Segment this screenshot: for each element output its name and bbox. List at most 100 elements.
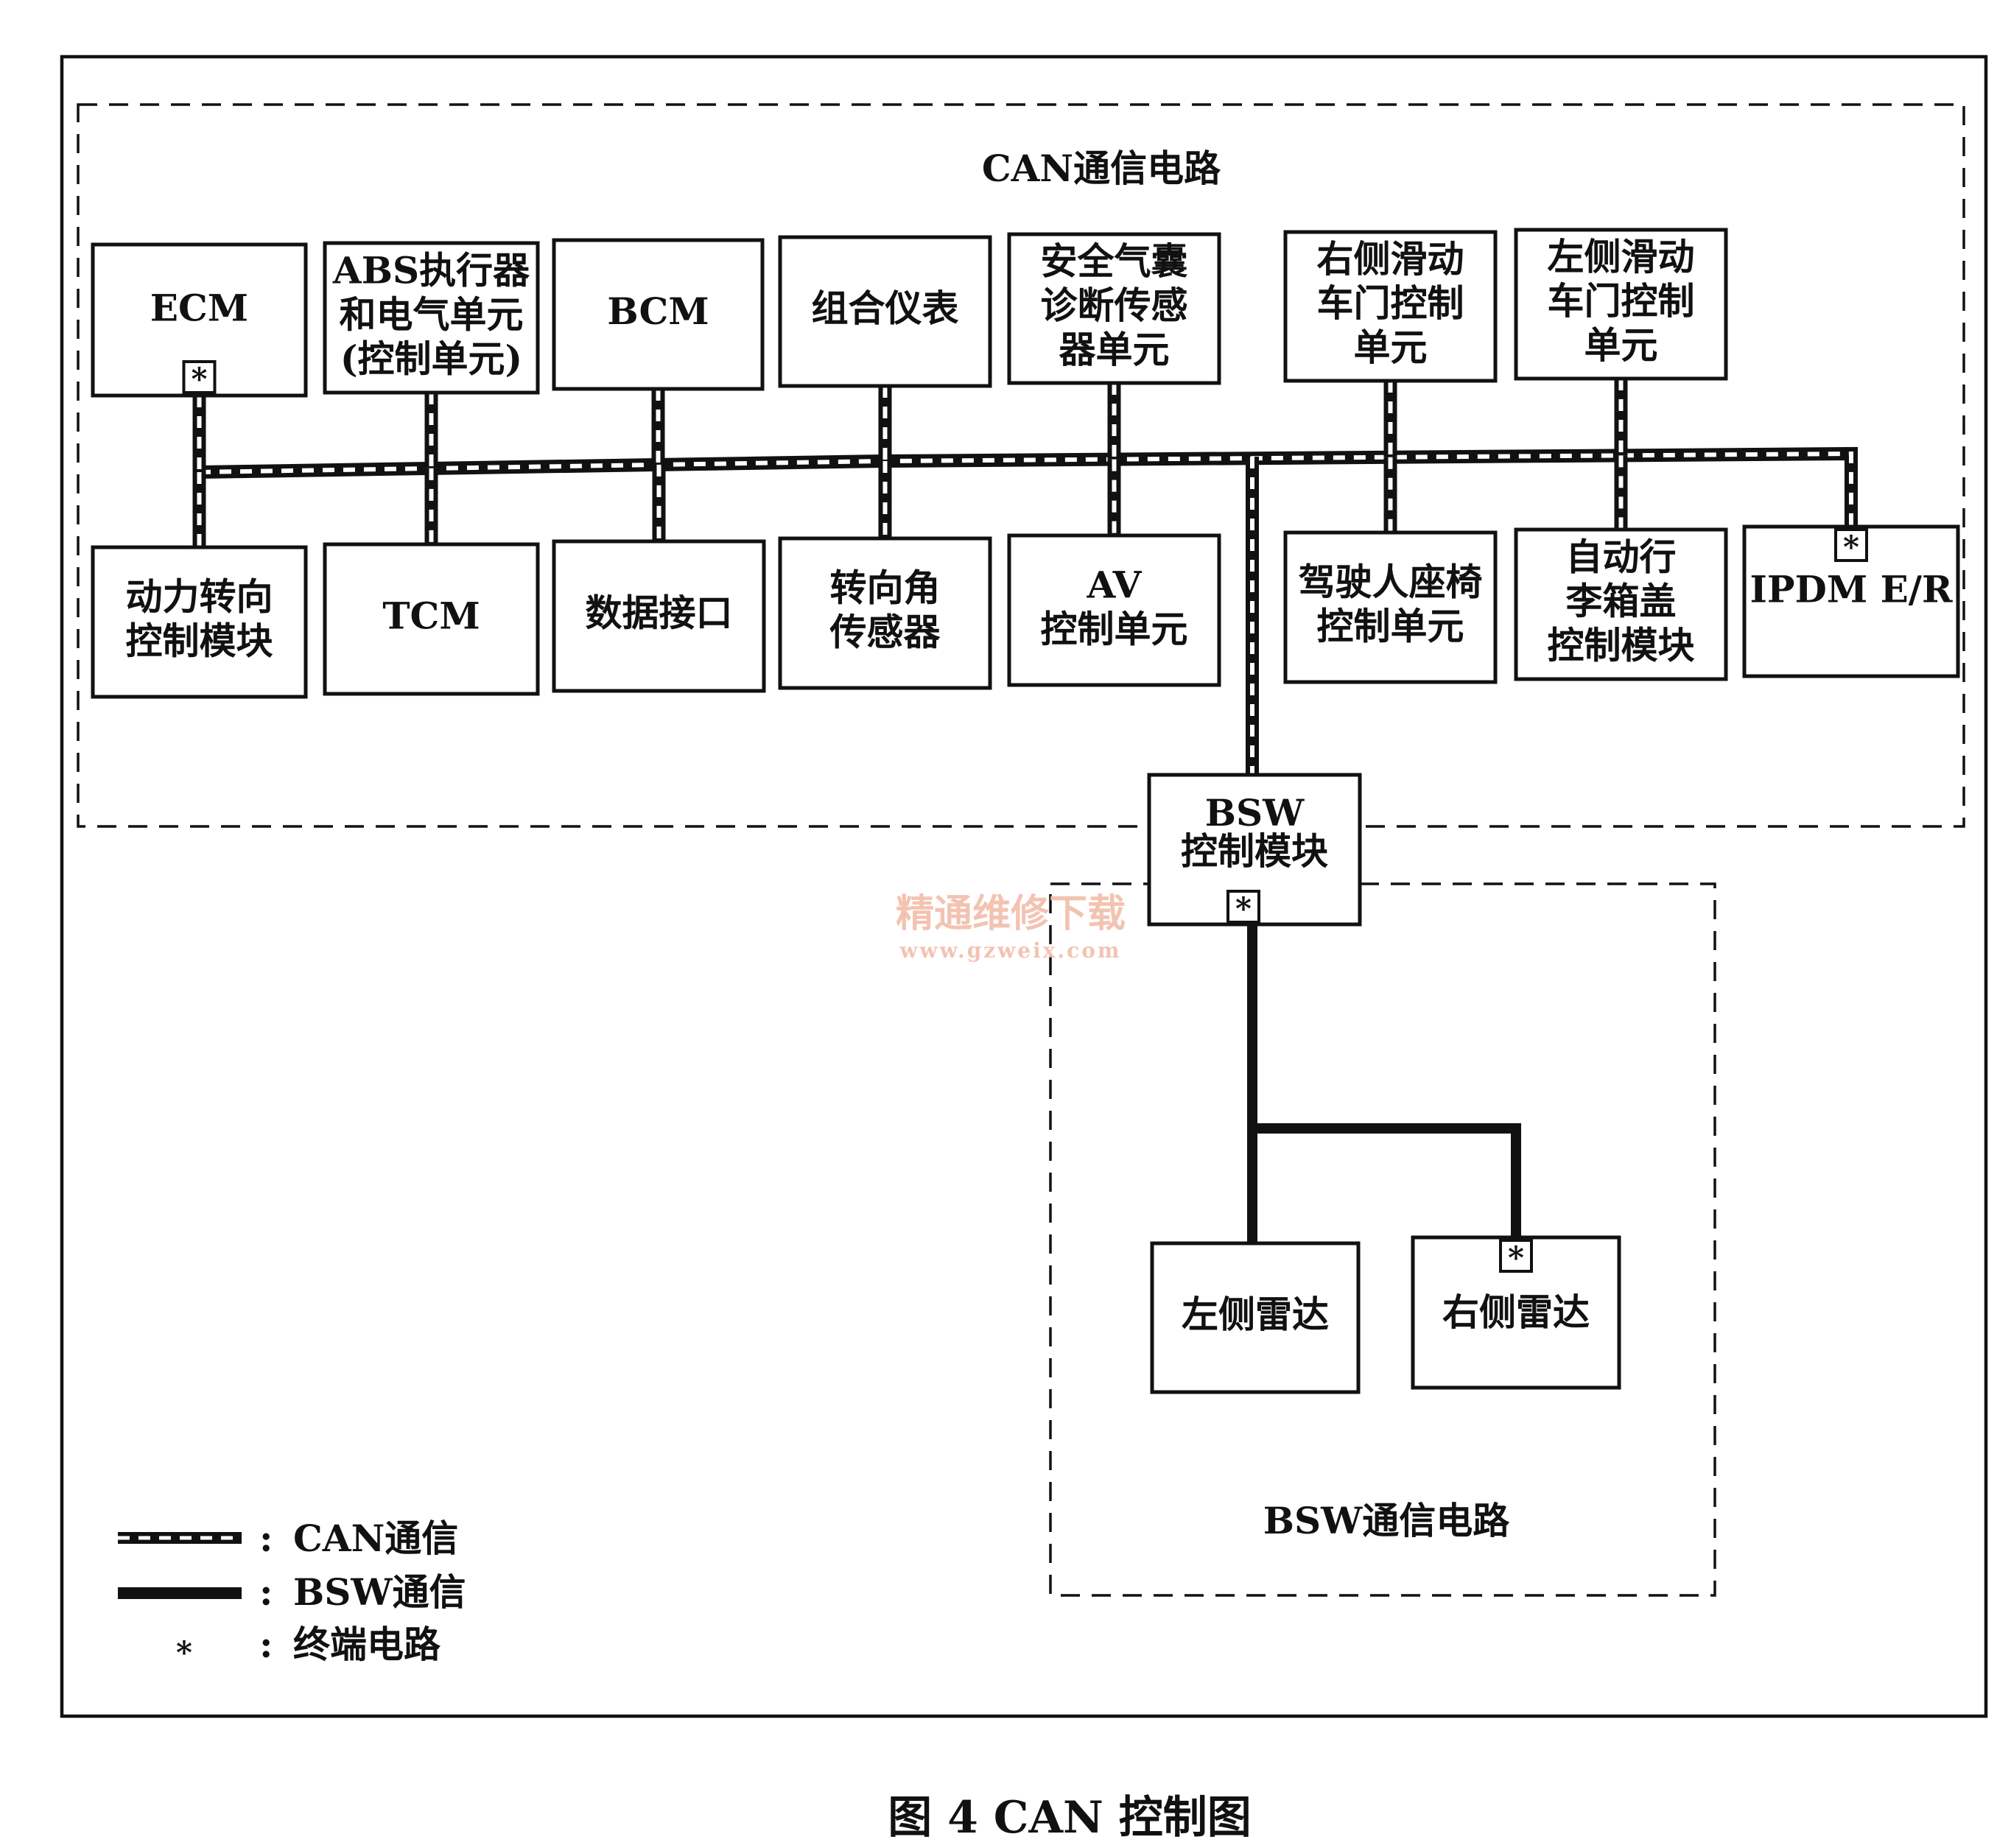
legend-terminal-label: 终端电路 — [293, 1623, 441, 1666]
top_modules-1-label-line-2: 和电气单元 — [340, 293, 524, 337]
top_modules-1-box — [323, 241, 540, 395]
bottom_modules-6-label-line-2: 李箱盖 — [1566, 580, 1677, 623]
top_modules-3-box — [778, 235, 992, 388]
top_modules-4-label-line-1: 安全气囊 — [1041, 239, 1188, 283]
bottom_modules-5-label-line-1: 驾驶人座椅 — [1299, 561, 1483, 604]
right-radar-label: 右侧雷达 — [1442, 1290, 1590, 1334]
bottom_modules-7[interactable]: IPDM E/R* — [1742, 524, 1960, 678]
top_modules-0-terminal-box — [182, 360, 217, 394]
top_modules-5-box — [1283, 230, 1498, 383]
bottom_modules-0-label-line-1: 动力转向 — [126, 575, 273, 619]
bottom_modules-2[interactable]: 数据接口 — [552, 539, 766, 693]
top_modules-3[interactable]: 组合仪表 — [778, 235, 992, 388]
left-radar[interactable]: 左侧雷达 — [1150, 1241, 1361, 1394]
legend-can-separator: : — [259, 1517, 273, 1560]
bottom_modules-3-box — [778, 536, 992, 690]
bsw-control-module-label-line-1: BSW — [1205, 791, 1305, 835]
bottom_modules-3-label-line-2: 传感器 — [829, 611, 941, 654]
bottom_modules-0-box — [91, 545, 308, 699]
top_modules-6-label-line-3: 单元 — [1584, 323, 1658, 367]
bsw-region: BSW通信电路 — [1049, 882, 1716, 1597]
bsw-bus — [1247, 924, 1521, 1243]
top_modules-2[interactable]: BCM — [552, 238, 765, 391]
top_modules-2-box — [552, 238, 765, 391]
can-region-border — [77, 103, 1965, 828]
right-radar-terminal-mark: * — [1508, 1240, 1524, 1276]
top_modules-4-label-line-3: 器单元 — [1059, 328, 1170, 371]
bottom_modules-6-label-line-1: 自动行 — [1566, 535, 1677, 579]
top_modules-6-label-line-2: 车门控制 — [1548, 279, 1695, 323]
right-radar[interactable]: 右侧雷达 * — [1411, 1235, 1621, 1390]
can-bus-drops — [192, 379, 1628, 547]
watermark-title: 精通维修下载 — [896, 891, 1126, 936]
figure-caption: 图 4 CAN 控制图 — [888, 1792, 1252, 1844]
bottom_modules-5-box — [1283, 530, 1498, 684]
bottom_modules-4-label-line-2: 控制单元 — [1041, 608, 1188, 651]
legend-terminal-separator: : — [259, 1623, 273, 1666]
legend: : CAN通信 : BSW通信 * : 终端电路 — [118, 1517, 466, 1670]
bottom_modules-7-terminal-box — [1834, 528, 1868, 562]
legend-terminal-mark: * — [176, 1634, 192, 1670]
top_modules-0[interactable]: ECM * — [91, 242, 308, 398]
outer-frame — [60, 55, 1988, 1718]
top_modules-4-box — [1007, 232, 1221, 385]
bottom_modules-4-label-line-1: AV — [1087, 563, 1143, 607]
top_modules-1-label-line-3: (控制单元) — [340, 337, 522, 381]
top_modules-0-terminal-mark: * — [192, 361, 208, 397]
left-radar-box — [1150, 1241, 1361, 1394]
watermark: 精通维修下载 www.gzweix.com — [896, 891, 1126, 963]
bottom_modules-7-label-line-1: IPDM E/R — [1749, 568, 1952, 611]
bottom_modules-6-label-line-3: 控制模块 — [1548, 624, 1695, 667]
top_modules-0-label-line-1: ECM — [150, 287, 248, 330]
bottom_modules-3-label-line-1: 转向角 — [830, 566, 941, 610]
top_modules-5-label-line-1: 右侧滑动 — [1317, 237, 1464, 281]
legend-can-label: CAN通信 — [293, 1517, 458, 1560]
bsw-bus-line — [1247, 924, 1521, 1237]
can-bus-trunk-inner — [198, 451, 1853, 541]
top_modules-6-box — [1514, 228, 1728, 381]
top_modules-2-label-line-1: BCM — [607, 289, 709, 333]
bsw-control-module[interactable]: BSW 控制模块 * — [1147, 773, 1362, 927]
top_modules-3-label-line-1: 组合仪表 — [812, 287, 959, 330]
bottom_modules-0-label-line-2: 控制模块 — [126, 619, 273, 663]
watermark-url: www.gzweix.com — [899, 938, 1121, 963]
bsw-terminal-box — [1226, 890, 1260, 924]
bottom_modules-5-label-line-2: 控制单元 — [1317, 605, 1464, 648]
top_modules-5-label-line-2: 车门控制 — [1317, 281, 1464, 325]
can-bus — [192, 379, 1858, 775]
bottom_modules-6-box — [1514, 527, 1728, 681]
bottom_modules-2-box — [552, 539, 766, 693]
can-region: CAN通信电路 — [77, 103, 1965, 828]
top_modules-1-label-line-1: ABS执行器 — [332, 249, 530, 292]
bsw-control-module-label-line-2: 控制模块 — [1181, 829, 1328, 873]
right-radar-terminal-box — [1499, 1239, 1533, 1273]
bottom_modules-1[interactable]: TCM — [323, 542, 540, 696]
bottom_modules-4-box — [1007, 533, 1221, 687]
bottom_modules-1-label-line-1: TCM — [382, 594, 480, 638]
bottom_modules-1-box — [323, 542, 540, 696]
top_modules-5-label-line-3: 单元 — [1354, 326, 1428, 369]
bottom_modules-7-terminal-mark: * — [1843, 529, 1859, 565]
can-region-label: CAN通信电路 — [982, 147, 1221, 190]
top_modules-6-label-line-1: 左侧滑动 — [1548, 235, 1695, 278]
top_modules-4-label-line-2: 诊断传感 — [1041, 284, 1188, 327]
bottom_modules-2-label-line-1: 数据接口 — [586, 591, 733, 635]
bsw-region-label: BSW通信电路 — [1263, 1499, 1511, 1542]
left-radar-label: 左侧雷达 — [1182, 1293, 1329, 1336]
bsw-region-border — [1049, 882, 1716, 1597]
legend-bsw-separator: : — [259, 1570, 273, 1614]
legend-bsw-label: BSW通信 — [293, 1570, 466, 1614]
bsw-terminal-mark: * — [1235, 890, 1252, 927]
